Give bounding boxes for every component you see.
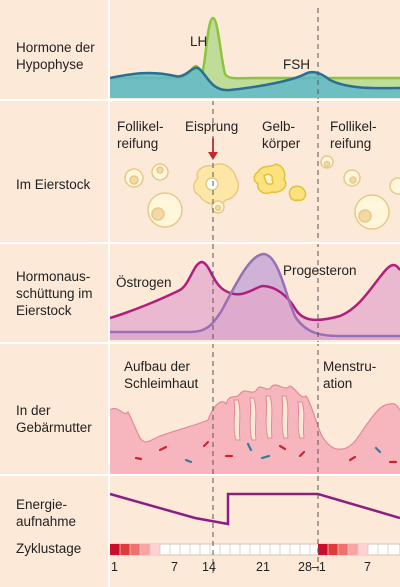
day-tick-1: 1 <box>111 560 118 574</box>
oestrogen-curve <box>109 260 400 322</box>
row-label-hypophyse: Hormone der Hypophyse <box>16 40 95 72</box>
row-label-eierstock: Im Eierstock <box>16 177 91 192</box>
lh-curve <box>110 16 400 80</box>
gelbkoerper-label: Gelb- körper <box>262 119 301 151</box>
ovulating-follicle <box>193 163 240 214</box>
day-tick-7b: 7 <box>364 560 371 574</box>
column-separator <box>108 0 110 587</box>
fsh-fill <box>110 67 400 98</box>
corpus-luteum <box>253 163 307 202</box>
day-dividers <box>119 544 389 555</box>
row-separator-2 <box>0 242 400 244</box>
uterus-vessels <box>134 440 398 464</box>
day-tick-28-1: 28–1 <box>298 560 326 574</box>
uterus-glands <box>233 395 305 441</box>
oestrogen-fill <box>110 262 400 340</box>
lh-label: LH <box>190 34 208 49</box>
row-separator-1 <box>0 99 400 101</box>
progesteron-label: Progesteron <box>283 263 357 278</box>
follicle-small-2 <box>320 155 400 230</box>
energy-line <box>109 492 400 526</box>
row-label-hormonausschuettung: Hormonaus- schüttung im Eierstock <box>16 269 93 318</box>
menstruation-label: Menstru- ation <box>323 359 377 391</box>
day-tick-14: 14 <box>202 560 216 574</box>
follikelreifung-label-2: Follikel- reifung <box>330 119 377 151</box>
fsh-label: FSH <box>283 57 310 72</box>
follikelreifung-label-1: Follikel- reifung <box>117 119 164 151</box>
menstrual-days <box>110 544 368 555</box>
row-separator-4 <box>0 474 400 476</box>
follicle-small-1 <box>124 163 183 228</box>
oestrogen-label: Östrogen <box>116 275 172 290</box>
row-label-zyklustage: Zyklustage <box>16 541 82 556</box>
progesteron-curve <box>110 252 400 338</box>
day-tick-7: 7 <box>171 560 178 574</box>
day-tick-21: 21 <box>256 560 270 574</box>
endometrium-outline <box>109 384 400 450</box>
row-label-gebaermutter: In der Gebärmutter <box>16 403 92 435</box>
aufbau-label: Aufbau der Schleimhaut <box>124 359 199 391</box>
row-label-energie: Energie- aufnahme <box>16 497 77 529</box>
fsh-curve <box>109 66 400 92</box>
row-label-column <box>0 0 108 587</box>
eisprung-label: Eisprung <box>185 119 239 134</box>
row-separator-3 <box>0 342 400 344</box>
